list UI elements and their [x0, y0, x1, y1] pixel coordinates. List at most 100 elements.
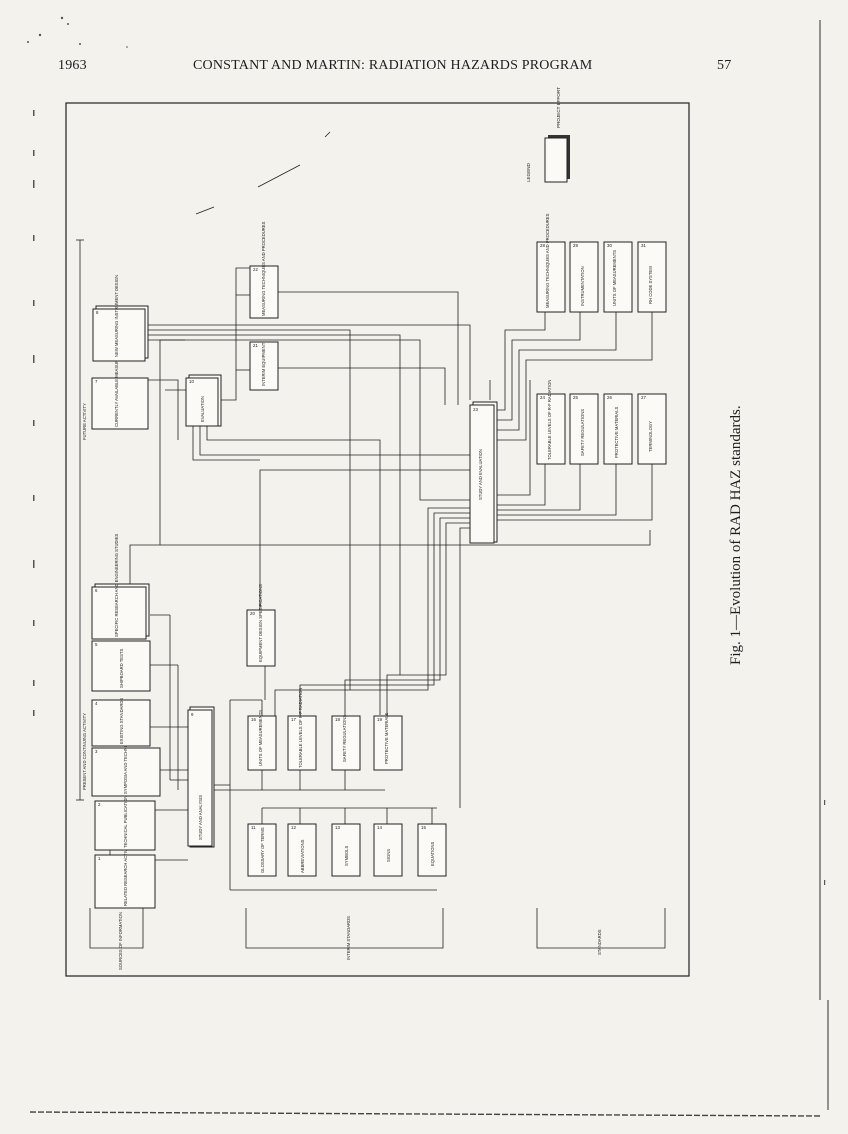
svg-text:2: 2: [98, 802, 101, 807]
svg-text:GLOSSARY OF TERMS: GLOSSARY OF TERMS: [260, 827, 265, 873]
box-20: 20 EQUIPMENT DESIGN SPECIFICATIONS: [246, 584, 276, 667]
svg-text:TERMINOLOGY: TERMINOLOGY: [648, 421, 653, 452]
svg-text:UNITS OF MEASUREMENTS: UNITS OF MEASUREMENTS: [258, 710, 263, 766]
svg-text:SIGNS: SIGNS: [386, 849, 391, 862]
box-28: 28 MEASURING TECHNIQUES AND PROCEDURES: [536, 213, 566, 313]
svg-text:27: 27: [641, 395, 646, 400]
svg-text:21: 21: [253, 343, 258, 348]
box-26: 26 PROTECTIVE MATERIALS: [603, 393, 633, 465]
svg-text:NEW MEASURING INSTRUMENT DESIG: NEW MEASURING INSTRUMENT DESIGN: [114, 275, 119, 357]
box-21: 21 INTERIM EQUIPMENT: [249, 341, 279, 391]
svg-text:PROTECTIVE MATERIALS: PROTECTIVE MATERIALS: [384, 712, 389, 764]
svg-text:7: 7: [95, 379, 98, 384]
svg-text:SYMPOSIA AND TECHNICAL CONFERE: SYMPOSIA AND TECHNICAL CONFERENCES: [123, 704, 128, 794]
svg-text:1: 1: [98, 856, 101, 861]
svg-text:3: 3: [95, 749, 98, 754]
box-2: 2 TECHNICAL PUBLICATIONS AND REPORTS: [94, 762, 156, 851]
group-present-label: PRESENT AND CONTINUING ACTIVITY: [82, 713, 87, 790]
header-page-number: 57: [717, 58, 732, 73]
svg-text:16: 16: [251, 717, 256, 722]
svg-text:12: 12: [291, 825, 296, 830]
box-7: 7 CURRENTLY AVAILABLE MEASURING EQUIPMEN…: [91, 326, 149, 430]
svg-text:10: 10: [189, 379, 194, 384]
connector-lines: [109, 267, 653, 891]
box-27: 27 TERMINOLOGY: [637, 393, 667, 465]
box-6: 6 SPECIFIC RESEARCH AND ENGINEERING STUD…: [91, 533, 150, 640]
svg-text:18: 18: [335, 717, 340, 722]
box-30: 30 UNITS OF MEASUREMENTS: [603, 241, 633, 313]
figure-frame: [65, 102, 690, 977]
svg-text:SHIPBOARD TESTS: SHIPBOARD TESTS: [119, 649, 124, 688]
svg-text:EXISTING STANDARDS: EXISTING STANDARDS: [119, 698, 124, 744]
svg-text:15: 15: [421, 825, 426, 830]
svg-text:31: 31: [641, 243, 646, 248]
svg-text:8: 8: [96, 310, 99, 315]
svg-text:STUDY AND ANALYSIS: STUDY AND ANALYSIS: [198, 795, 203, 840]
group-sources-label: SOURCES OF INFORMATION: [118, 912, 123, 970]
svg-text:TOLERABLE LEVELS OF R-F RADIAT: TOLERABLE LEVELS OF R-F RADIATION: [298, 688, 303, 768]
svg-text:MEASURING TECHNIQUES AND PROCE: MEASURING TECHNIQUES AND PROCEDURES: [545, 213, 550, 308]
svg-text:TOLERABLE LEVELS OF R-F RADIAT: TOLERABLE LEVELS OF R-F RADIATION: [547, 380, 552, 460]
svg-text:22: 22: [253, 267, 258, 272]
box-25: 25 SAFETY REGULATIONS: [569, 393, 599, 465]
group-future-label: FUTURE ACTIVITY: [82, 403, 87, 440]
box-12: 12 ABBREVIATIONS: [287, 823, 317, 877]
box-5: 5 SHIPBOARD TESTS: [91, 640, 151, 692]
svg-text:INSTRUMENTATION: INSTRUMENTATION: [580, 266, 585, 306]
svg-text:28: 28: [540, 243, 545, 248]
svg-text:9: 9: [191, 712, 194, 717]
svg-text:EVALUATION: EVALUATION: [200, 396, 205, 422]
legend-item: PROJECT EFFORT: [556, 87, 561, 128]
svg-text:26: 26: [607, 395, 612, 400]
svg-text:19: 19: [377, 717, 382, 722]
group-interim-label: INTERIM STANDARDS: [346, 916, 351, 960]
box-19: 19 PROTECTIVE MATERIALS: [373, 712, 403, 771]
box-14: 14 SIGNS: [373, 823, 403, 877]
svg-text:11: 11: [251, 825, 256, 830]
svg-text:EQUIPMENT DESIGN SPECIFICATION: EQUIPMENT DESIGN SPECIFICATIONS: [258, 584, 263, 662]
box-4: 4 EXISTING STANDARDS: [91, 698, 151, 747]
header-title: CONSTANT AND MARTIN: RADIATION HAZARDS P…: [193, 58, 593, 73]
legend: LEGEND PROJECT EFFORT: [526, 87, 570, 183]
svg-text:17: 17: [291, 717, 296, 722]
svg-text:RH CODE SYSTEM: RH CODE SYSTEM: [648, 266, 653, 304]
svg-text:EQUATIONS: EQUATIONS: [430, 841, 435, 866]
box-3: 3 SYMPOSIA AND TECHNICAL CONFERENCES: [91, 704, 161, 797]
svg-text:13: 13: [335, 825, 340, 830]
svg-text:6: 6: [95, 588, 98, 593]
svg-text:5: 5: [95, 642, 98, 647]
legend-title: LEGEND: [526, 162, 531, 182]
svg-text:14: 14: [377, 825, 382, 830]
svg-text:SAFETY REGULATIONS: SAFETY REGULATIONS: [580, 409, 585, 456]
box-8: 8 NEW MEASURING INSTRUMENT DESIGN: [92, 275, 149, 362]
diagram-boxes: 1 RELATED RESEARCH ACTIVITIES 2 TECHNICA…: [91, 213, 667, 909]
group-standards-label: STANDARDS: [597, 929, 602, 955]
box-16: 16 UNITS OF MEASUREMENTS: [247, 710, 277, 771]
svg-text:4: 4: [95, 701, 98, 706]
box-11: 11 GLOSSARY OF TERMS: [247, 823, 277, 877]
group-brackets: PRESENT AND CONTINUING ACTIVITY FUTURE A…: [76, 239, 666, 970]
svg-text:CURRENTLY AVAILABLE MEASURING: CURRENTLY AVAILABLE MEASURING EQUIPMENT: [114, 326, 119, 427]
svg-text:ABBREVIATIONS: ABBREVIATIONS: [300, 839, 305, 873]
svg-text:INTERIM EQUIPMENT: INTERIM EQUIPMENT: [261, 342, 266, 386]
svg-text:MEASURING TECHNIQUES AND PROCE: MEASURING TECHNIQUES AND PROCEDURES: [261, 221, 266, 316]
box-17: 17 TOLERABLE LEVELS OF R-F RADIATION: [287, 688, 317, 771]
box-10: 10 EVALUATION: [185, 374, 222, 427]
svg-text:STUDY AND EVALUATION: STUDY AND EVALUATION: [478, 449, 483, 500]
box-22: 22 MEASURING TECHNIQUES AND PROCEDURES: [249, 221, 279, 319]
svg-text:SPECIFIC RESEARCH AND ENGINEER: SPECIFIC RESEARCH AND ENGINEERING STUDIE…: [114, 533, 119, 637]
box-15: 15 EQUATIONS: [417, 823, 447, 877]
scan-noise: [27, 16, 829, 1117]
svg-text:20: 20: [250, 611, 255, 616]
box-1: 1 RELATED RESEARCH ACTIVITIES: [94, 839, 156, 909]
svg-text:25: 25: [573, 395, 578, 400]
box-18: 18 SAFETY REGULATIONS: [331, 715, 361, 771]
box-31: 31 RH CODE SYSTEM: [637, 241, 667, 313]
box-29: 29 INSTRUMENTATION: [569, 241, 599, 313]
svg-text:SAFETY REGULATIONS: SAFETY REGULATIONS: [342, 715, 347, 762]
svg-text:PROTECTIVE MATERIALS: PROTECTIVE MATERIALS: [614, 406, 619, 458]
svg-text:30: 30: [607, 243, 612, 248]
box-9: 9 STUDY AND ANALYSIS: [187, 706, 215, 848]
svg-text:29: 29: [573, 243, 578, 248]
